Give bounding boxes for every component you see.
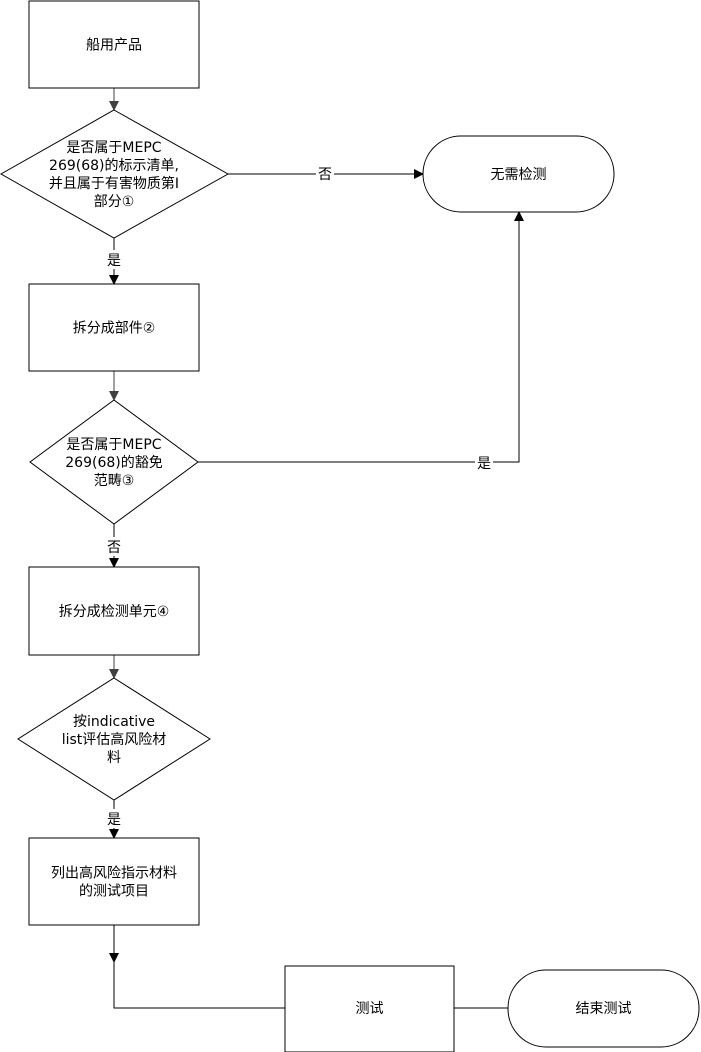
- node-text-line: 并且属于有害物质第I: [49, 175, 179, 192]
- node-text-line: 269(68)的标示清单,: [49, 158, 179, 174]
- node-text-line: 测试: [356, 1001, 384, 1017]
- node-test: 测试: [284, 965, 455, 1052]
- process-box: [28, 837, 200, 926]
- edge-label-bg-no-1: [316, 164, 334, 183]
- process-box: [284, 965, 455, 1052]
- node-text: 测试: [356, 1001, 384, 1017]
- node-text-line: 船用产品: [86, 38, 142, 54]
- node-text: 结束测试: [576, 1001, 632, 1017]
- node-text: 列出高风险指示材料的测试项目: [51, 865, 177, 900]
- connector-decision2-to-no-test: [198, 211, 524, 463]
- node-text-line: 的测试项目: [79, 884, 149, 900]
- node-text-line: 拆分成部件②: [73, 321, 156, 337]
- node-text-line: 是否属于MEPC: [66, 140, 161, 156]
- node-end-test: 结束测试: [507, 969, 700, 1048]
- terminal-shape: [422, 135, 615, 213]
- edge-label-bg-yes-3: [105, 809, 123, 828]
- process-box: [28, 0, 200, 89]
- node-text-line: 是否属于MEPC: [66, 437, 161, 453]
- decision-diamond: [0, 109, 230, 239]
- edge-label-bg-yes-2: [475, 453, 493, 472]
- node-text-line: 列出高风险指示材料: [51, 865, 177, 882]
- node-text-line: 按indicative: [73, 714, 155, 730]
- node-split-test-units: 拆分成检测单元④: [28, 566, 200, 656]
- node-text-line: 部分①: [94, 194, 135, 210]
- process-box: [28, 283, 200, 372]
- connector-to-test: [113, 960, 285, 1009]
- node-split-components: 拆分成部件②: [28, 283, 200, 372]
- edge-label-no-1: 否: [318, 167, 332, 183]
- node-text-line: 结束测试: [576, 1001, 632, 1017]
- node-text-line: 范畴③: [94, 472, 135, 489]
- edge-labels: 否 是 是 否 是: [105, 164, 493, 828]
- process-box: [28, 566, 200, 656]
- decision-diamond: [17, 677, 211, 801]
- node-list-test-items: 列出高风险指示材料的测试项目: [28, 837, 200, 926]
- node-ship-products: 船用产品: [28, 0, 200, 89]
- node-text-line: 无需检测: [491, 167, 547, 183]
- node-text: 拆分成部件②: [73, 321, 156, 337]
- edge-label-yes-1: 是: [107, 253, 121, 269]
- node-text: 是否属于MEPC 269(68)的标示清单,并且属于有害物质第I 部分①: [49, 140, 179, 210]
- node-text: 船用产品: [86, 38, 142, 54]
- node-text-line: 料: [107, 750, 121, 766]
- terminal-shape: [507, 969, 700, 1048]
- node-text: 拆分成检测单元④: [59, 604, 170, 620]
- node-text-line: list评估高风险材: [62, 731, 167, 748]
- node-decision-mepc-list: 是否属于MEPC 269(68)的标示清单,并且属于有害物质第I 部分①: [0, 109, 230, 239]
- edge-label-bg-no-2: [105, 537, 123, 556]
- node-text-line: 拆分成检测单元④: [59, 604, 170, 620]
- node-text: 无需检测: [491, 167, 547, 183]
- edge-label-yes-3: 是: [107, 812, 121, 828]
- edge-label-yes-2: 是: [477, 456, 491, 472]
- edge-label-no-2: 否: [107, 540, 121, 556]
- decision-diamond: [29, 399, 199, 525]
- node-text-line: 269(68)的豁免: [65, 454, 162, 471]
- edge-label-bg-yes-1: [105, 250, 123, 269]
- node-no-test-needed: 无需检测: [422, 135, 615, 213]
